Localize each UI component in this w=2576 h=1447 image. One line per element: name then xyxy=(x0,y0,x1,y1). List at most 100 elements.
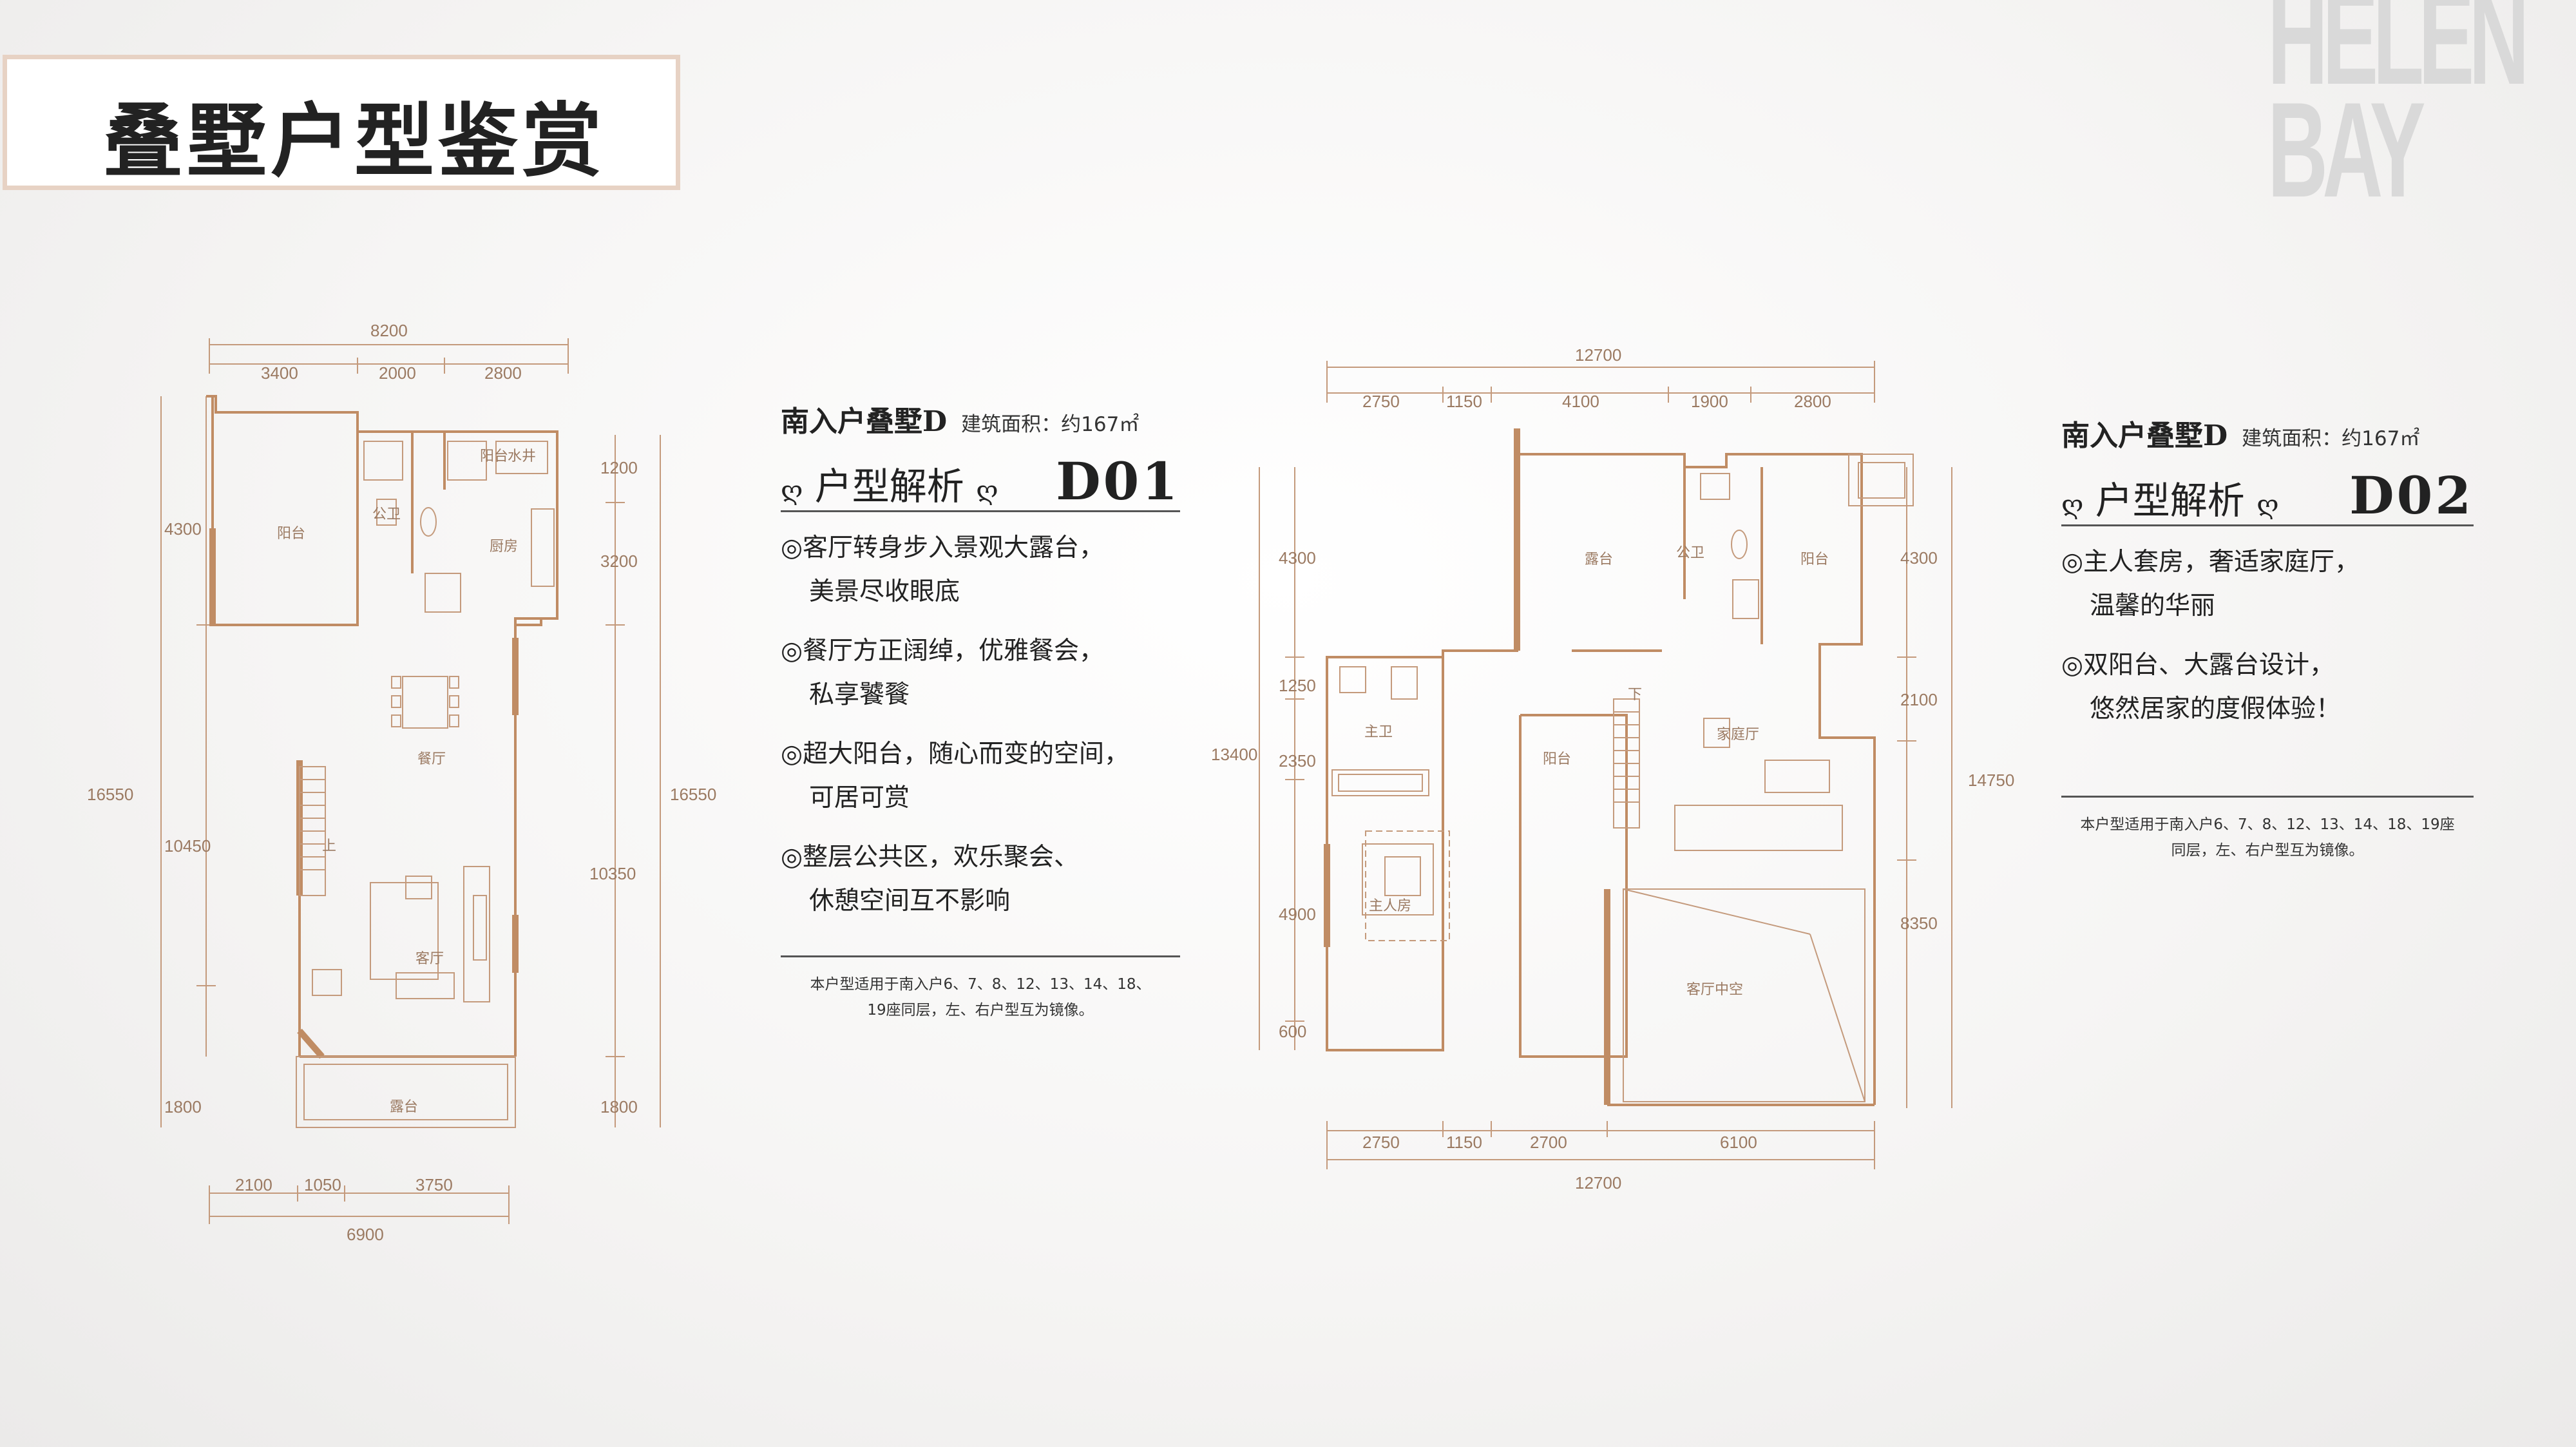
dim-right-total: 14750 xyxy=(1968,771,2014,790)
dim-right-1: 1200 xyxy=(600,458,638,477)
info-panel-d02: 南入户叠墅D 建筑面积：约167㎡ ღ 户型解析 ღ D02 ◎主人套房，奢适家庭… xyxy=(2061,412,2474,863)
note-line-1: 本户型适用于南入户6、7、8、12、13、14、18、 xyxy=(810,976,1151,993)
feature-list-d02: ◎主人套房，奢适家庭厅， 温馨的华丽 ◎双阳台、大露台设计， 悠然居家的度假体验… xyxy=(2061,541,2474,731)
applicability-note-d01: 本户型适用于南入户6、7、8、12、13、14、18、 19座同层，左、右户型互… xyxy=(781,972,1180,1023)
unit-code-d01: D01 xyxy=(1056,451,1180,512)
unit-name-d01: 南入户叠墅D xyxy=(781,405,948,438)
note-line-2: 同层，左、右户型互为镜像。 xyxy=(2171,842,2364,859)
dim-bottom-3: 2700 xyxy=(1530,1133,1567,1152)
room-kitchen: 厨房 xyxy=(490,539,518,555)
dim-left-3: 1800 xyxy=(164,1097,202,1116)
unit-code-d02: D02 xyxy=(2349,465,2474,526)
dim-top-1: 2750 xyxy=(1362,392,1400,411)
analysis-row-d01: ღ 户型解析 ღ D01 xyxy=(781,451,1180,512)
stair-up-label: 上 xyxy=(322,838,336,854)
feature-line: ◎超大阳台，随心而变的空间， xyxy=(781,740,1130,769)
dim-right-total: 16550 xyxy=(670,785,716,804)
floor-plan-d02: 12700 2750 1150 4100 1900 2800 4300 1250… xyxy=(1211,341,2068,1263)
room-public-bath: 公卫 xyxy=(372,506,401,522)
dim-left-1: 4300 xyxy=(1279,548,1316,568)
feature-line: 私享饕餮 xyxy=(809,680,910,709)
ornament-left-icon: ღ xyxy=(2061,490,2084,520)
divider-top-d02 xyxy=(2061,524,2474,526)
dim-left-1: 4300 xyxy=(164,519,202,539)
feature-line: 温馨的华丽 xyxy=(2090,591,2216,620)
unit-name-d02: 南入户叠墅D xyxy=(2061,419,2228,452)
divider-top-d01 xyxy=(781,510,1180,512)
dim-top-1: 3400 xyxy=(261,363,298,383)
dim-bottom-1: 2100 xyxy=(235,1175,272,1194)
dim-right-1: 4300 xyxy=(1900,548,1938,568)
dim-left-2: 1250 xyxy=(1279,676,1316,695)
analysis-title-d02: ღ 户型解析 ღ xyxy=(2061,470,2279,524)
analysis-label-d01: 户型解析 xyxy=(814,465,964,508)
dim-top-3: 2800 xyxy=(484,363,522,383)
divider-bottom-d01 xyxy=(781,955,1180,957)
dim-bottom-4: 6100 xyxy=(1720,1133,1757,1152)
dim-bottom-total: 12700 xyxy=(1575,1173,1621,1193)
feature-line: 美景尽收眼底 xyxy=(809,577,960,606)
room-balcony-1: 阳台 xyxy=(1800,551,1829,568)
ornament-right-icon: ღ xyxy=(976,476,998,506)
brand-logo: HELEN BAY xyxy=(2267,0,2530,225)
analysis-label-d02: 户型解析 xyxy=(2095,479,2245,522)
note-line-2: 19座同层，左、右户型互为镜像。 xyxy=(867,1002,1094,1019)
feature-line: ◎双阳台、大露台设计， xyxy=(2061,651,2335,680)
room-terrace: 露台 xyxy=(390,1099,418,1115)
dim-left-2: 10450 xyxy=(164,836,211,856)
dim-bottom-3: 3750 xyxy=(415,1175,453,1194)
room-balcony-2: 阳台 xyxy=(480,448,508,465)
room-water-well: 水井 xyxy=(508,448,536,465)
room-dining: 餐厅 xyxy=(417,751,446,767)
divider-bottom-d02 xyxy=(2061,796,2474,798)
note-line-1: 本户型适用于南入户6、7、8、12、13、14、18、19座 xyxy=(2080,816,2455,833)
unit-header-d02: 南入户叠墅D 建筑面积：约167㎡ xyxy=(2061,412,2474,454)
dim-top-4: 1900 xyxy=(1691,392,1728,411)
dim-left-total: 13400 xyxy=(1211,745,1257,764)
logo-line-2: BAY xyxy=(2267,74,2426,225)
room-public-bath: 公卫 xyxy=(1676,545,1704,561)
dim-top-total: 12700 xyxy=(1575,345,1621,365)
dim-left-4: 4900 xyxy=(1279,905,1316,924)
dim-bottom-2: 1050 xyxy=(304,1175,341,1194)
analysis-row-d02: ღ 户型解析 ღ D02 xyxy=(2061,465,2474,526)
room-balcony-1: 阳台 xyxy=(277,526,305,542)
dim-top-2: 1150 xyxy=(1446,392,1482,411)
room-master-bath: 主卫 xyxy=(1364,724,1393,740)
applicability-note-d02: 本户型适用于南入户6、7、8、12、13、14、18、19座 同层，左、右户型互… xyxy=(2061,812,2474,863)
dim-right-2: 2100 xyxy=(1900,690,1938,709)
dim-bottom-1: 2750 xyxy=(1362,1133,1400,1152)
dim-right-2: 3200 xyxy=(600,551,638,571)
feature-line: 悠然居家的度假体验！ xyxy=(2090,695,2342,724)
room-terrace: 露台 xyxy=(1585,551,1613,568)
dim-top-5: 2800 xyxy=(1794,392,1831,411)
ornament-right-icon: ღ xyxy=(2256,490,2279,520)
title-frame xyxy=(3,55,680,190)
feature-list-d01: ◎客厅转身步入景观大露台， 美景尽收眼底 ◎餐厅方正阔绰，优雅餐会， 私享饕餮 … xyxy=(781,526,1180,923)
room-master-bedroom: 主人房 xyxy=(1369,898,1411,914)
room-balcony-2: 阳台 xyxy=(1543,751,1571,767)
dim-bottom-2: 1150 xyxy=(1446,1133,1482,1152)
dim-top-2: 2000 xyxy=(379,363,416,383)
dim-top-3: 4100 xyxy=(1562,392,1599,411)
dim-top-total: 8200 xyxy=(370,321,408,340)
dim-left-5: 600 xyxy=(1279,1022,1306,1041)
feature-line: ◎主人套房，奢适家庭厅， xyxy=(2061,548,2360,577)
unit-area-d02: 建筑面积：约167㎡ xyxy=(2242,427,2420,450)
room-living: 客厅 xyxy=(415,951,444,967)
page-title: 叠墅户型鉴赏 xyxy=(103,95,606,188)
feature-line: 可居可赏 xyxy=(809,783,910,812)
dim-right-3: 8350 xyxy=(1900,914,1938,933)
feature-line: ◎整层公共区，欢乐聚会、 xyxy=(781,843,1080,872)
dim-right-3: 10350 xyxy=(589,864,636,883)
feature-line: 休憩空间互不影响 xyxy=(809,886,1011,915)
room-living-void: 客厅中空 xyxy=(1686,982,1743,998)
dim-bottom-total: 6900 xyxy=(347,1225,384,1244)
dim-right-4: 1800 xyxy=(600,1097,638,1116)
ornament-left-icon: ღ xyxy=(781,476,803,506)
feature-line: ◎餐厅方正阔绰，优雅餐会， xyxy=(781,637,1105,666)
analysis-title-d01: ღ 户型解析 ღ xyxy=(781,456,998,510)
floor-plan-d01: 8200 3400 2000 2800 4300 16550 10450 180… xyxy=(77,316,734,1269)
dim-left-3: 2350 xyxy=(1279,751,1316,771)
